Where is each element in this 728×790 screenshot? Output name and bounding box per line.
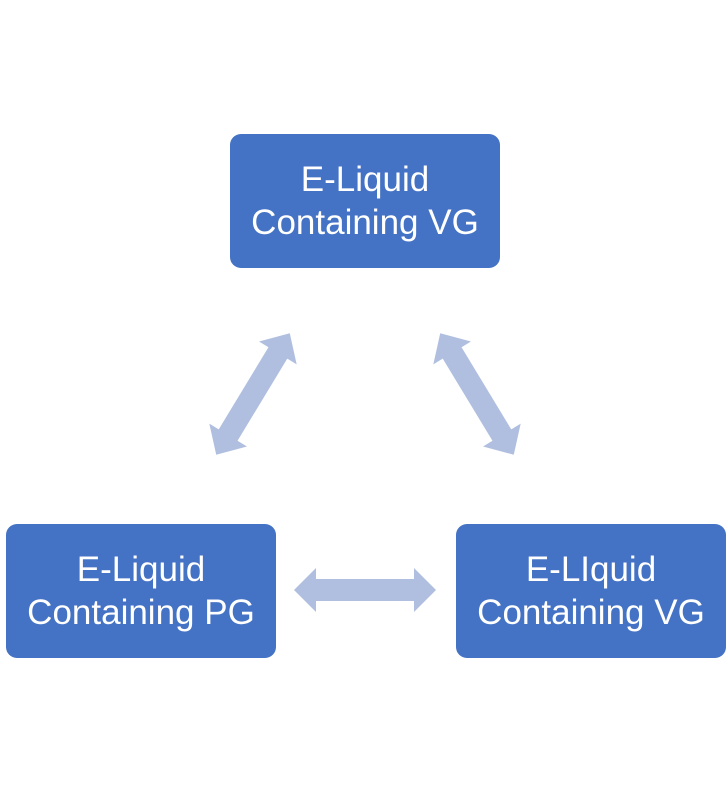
node-left-line2: Containing PG [27, 593, 255, 632]
double-arrow-top-left [209, 333, 297, 455]
node-top-vg: E-Liquid Containing VG [230, 134, 500, 268]
node-right-line2: Containing VG [477, 593, 705, 632]
double-arrow-top-right [433, 333, 521, 455]
double-arrow-bottom [294, 568, 436, 612]
node-left-pg: E-Liquid Containing PG [6, 524, 276, 658]
node-right-vg: E-LIquid Containing VG [456, 524, 726, 658]
node-left-line1: E-Liquid [76, 550, 206, 589]
node-top-line2: Containing VG [251, 203, 479, 242]
node-right-line1: E-LIquid [525, 550, 657, 589]
node-top-line1: E-Liquid [300, 160, 430, 199]
